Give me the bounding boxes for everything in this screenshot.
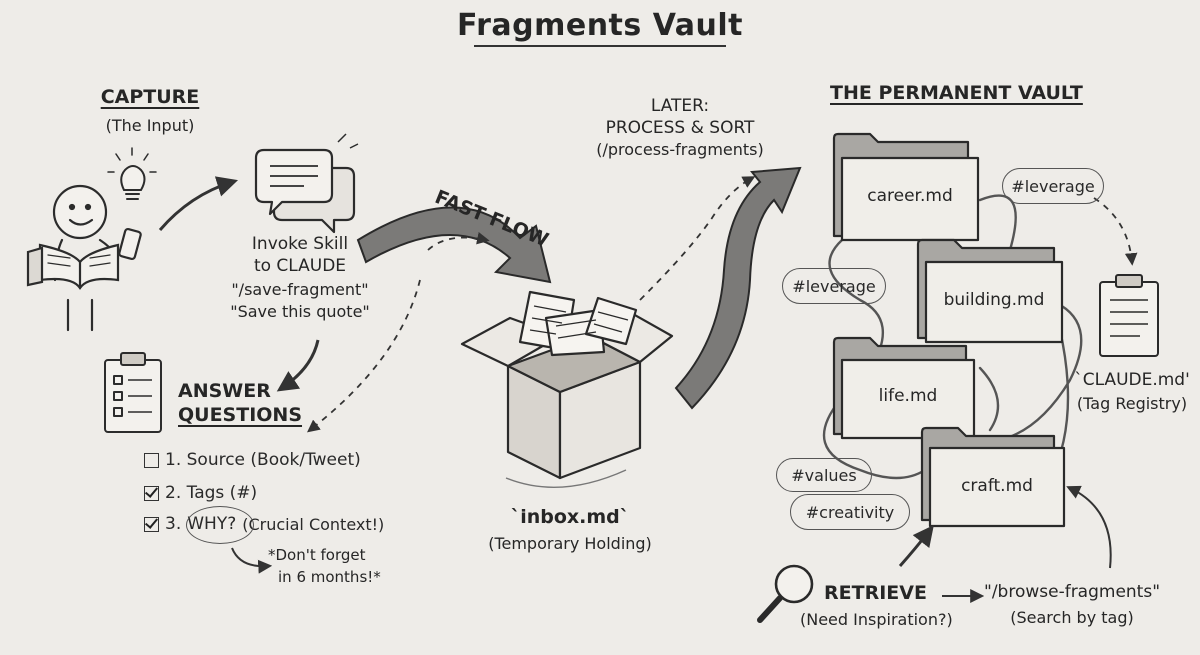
question-source-label: 1. Source (Book/Tweet) xyxy=(165,450,361,470)
later-line-2: PROCESS & SORT xyxy=(605,118,755,138)
answer-heading-1: ANSWER xyxy=(178,380,271,402)
later-line-3: (/process-fragments) xyxy=(596,140,764,159)
registry-file-label: `CLAUDE.md' xyxy=(1074,370,1190,390)
why-note: (Crucial Context!) xyxy=(242,514,385,534)
folder-career-label[interactable]: career.md xyxy=(867,186,953,206)
retrieve-caption: (Need Inspiration?) xyxy=(800,610,953,629)
question-source[interactable]: 1. Source (Book/Tweet) xyxy=(144,450,361,470)
capture-heading: CAPTURE xyxy=(100,86,200,108)
invoke-line-1: Invoke Skill xyxy=(251,234,349,254)
dashed-inbox-arrow xyxy=(427,232,490,251)
clipboard-icon xyxy=(104,352,162,433)
later-dashed-arrow xyxy=(639,176,756,301)
registry-caption: (Tag Registry) xyxy=(1076,394,1188,413)
capture-subheading: (The Input) xyxy=(105,116,195,135)
diagram-title: Fragments Vault xyxy=(457,8,743,43)
tag-values[interactable]: #values xyxy=(776,458,872,492)
answer-arrow xyxy=(276,339,320,392)
tag-label: #leverage xyxy=(792,276,876,296)
magnifier-icon xyxy=(757,564,814,623)
folder-life-icon xyxy=(832,336,976,440)
registry-dashed-arrow xyxy=(1093,197,1138,266)
checkbox-checked[interactable] xyxy=(144,516,159,532)
vault-heading: THE PERMANENT VAULT xyxy=(830,82,1083,104)
tag-leverage-top[interactable]: #leverage xyxy=(1002,168,1104,204)
retrieve-heading[interactable]: RETRIEVE xyxy=(824,582,927,604)
why-circle-mark xyxy=(186,506,254,544)
tag-leverage-left[interactable]: #leverage xyxy=(782,268,886,304)
folder-craft-label[interactable]: craft.md xyxy=(961,476,1033,496)
question-why-number: 3. xyxy=(165,514,182,534)
tag-creativity[interactable]: #creativity xyxy=(790,494,910,530)
inbox-box-icon xyxy=(460,290,674,489)
folder-career-icon xyxy=(832,132,980,242)
folder-building-icon xyxy=(916,238,1064,344)
reminder-line-1: *Don't forget xyxy=(268,546,366,564)
checkbox-unchecked[interactable] xyxy=(144,452,159,468)
lightbulb-icon xyxy=(107,147,157,200)
tag-label: #leverage xyxy=(1011,176,1095,196)
title-underline xyxy=(474,45,726,47)
folder-building-label[interactable]: building.md xyxy=(943,290,1045,310)
reminder-arrow xyxy=(231,547,273,574)
browse-caption: (Search by tag) xyxy=(1010,608,1134,627)
process-arrow xyxy=(674,166,802,410)
later-line-1: LATER: xyxy=(650,96,710,116)
tag-label: #values xyxy=(791,465,857,485)
inbox-caption: (Temporary Holding) xyxy=(488,534,652,553)
tag-label: #creativity xyxy=(805,502,895,522)
invoke-line-2: to CLAUDE xyxy=(253,256,347,276)
fast-flow-arrow xyxy=(356,206,552,284)
invoke-command: "/save-fragment" xyxy=(231,280,369,299)
browse-command[interactable]: "/browse-fragments" xyxy=(984,582,1161,602)
answer-heading-2: QUESTIONS xyxy=(178,404,303,426)
chat-bubble-icon xyxy=(254,133,359,234)
folder-life-label[interactable]: life.md xyxy=(878,386,938,406)
question-tags-label: 2. Tags (#) xyxy=(165,483,258,503)
tag-registry-clipboard-icon xyxy=(1099,274,1159,357)
retrieve-up-arrow xyxy=(898,525,934,567)
question-tags[interactable]: 2. Tags (#) xyxy=(144,483,257,503)
capture-arrow xyxy=(158,176,239,231)
person-reading-icon xyxy=(26,184,142,332)
folder-craft-icon xyxy=(920,426,1066,528)
checkbox-checked[interactable] xyxy=(144,485,159,501)
invoke-phrase: "Save this quote" xyxy=(230,302,370,321)
question-why[interactable]: 3. WHY? (Crucial Context!) xyxy=(144,514,384,534)
inbox-file-label: `inbox.md` xyxy=(510,506,630,528)
browse-back-arrow xyxy=(1066,485,1112,569)
reminder-line-2: in 6 months!* xyxy=(278,568,381,586)
dashed-return-arrow xyxy=(307,279,421,433)
